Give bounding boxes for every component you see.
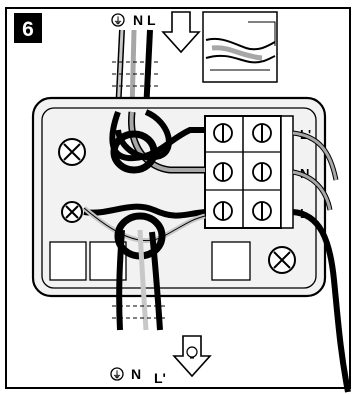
top-earth-label: ⏚ bbox=[113, 16, 122, 26]
cable-detail-inset bbox=[202, 11, 278, 83]
earth-icon bbox=[111, 13, 125, 27]
top-live-label: L bbox=[147, 12, 156, 28]
top-neutral-label: N bbox=[133, 12, 143, 28]
cable-clamp-marks bbox=[112, 305, 166, 319]
lamp-arrow-icon bbox=[172, 335, 212, 378]
step-badge: 6 bbox=[14, 13, 42, 43]
step-number: 6 bbox=[22, 18, 34, 41]
top-labels: ⏚ N L bbox=[111, 12, 156, 28]
internal-wires bbox=[82, 109, 206, 331]
outgoing-right-cables bbox=[292, 130, 351, 393]
terminal-block bbox=[204, 115, 294, 229]
bottom-switched-live-label: L' bbox=[154, 370, 166, 386]
bottom-earth-label: ⏚ bbox=[112, 370, 121, 380]
bottom-neutral-label: N bbox=[131, 366, 141, 382]
screw-icon bbox=[58, 138, 296, 274]
bottom-labels: ⏚ N L' bbox=[110, 366, 166, 386]
earth-icon-bottom bbox=[110, 367, 124, 381]
arrow-down-icon bbox=[161, 11, 201, 54]
